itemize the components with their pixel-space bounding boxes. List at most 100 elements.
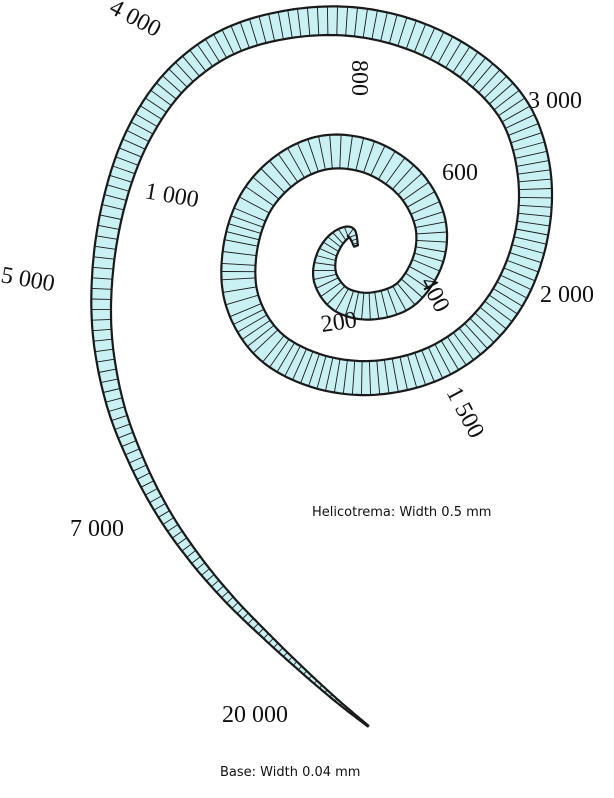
membrane-fiber <box>241 319 271 340</box>
membrane-fiber <box>483 75 507 99</box>
membrane-fiber <box>407 354 418 388</box>
membrane-fiber <box>247 617 254 625</box>
membrane-fiber <box>361 292 365 320</box>
membrane-fiber <box>501 105 531 123</box>
membrane-fiber <box>478 69 501 94</box>
membrane-fiber <box>327 236 342 248</box>
membrane-fiber <box>105 397 123 403</box>
membrane-fiber <box>326 6 329 36</box>
membrane-fiber <box>352 291 360 319</box>
membrane-fiber <box>316 255 336 261</box>
membrane-fiber <box>292 348 307 381</box>
membrane-fiber <box>453 332 474 361</box>
membrane-fiber <box>277 11 284 40</box>
membrane-fiber <box>249 18 258 46</box>
membrane-fiber <box>182 55 200 77</box>
membrane-fiber <box>221 591 229 599</box>
label-800: 800 <box>346 60 372 96</box>
membrane-fiber <box>308 353 320 387</box>
membrane-fiber <box>231 602 239 609</box>
membrane-fiber <box>233 207 266 222</box>
membrane-fiber <box>205 38 220 63</box>
membrane-fiber <box>94 245 116 250</box>
membrane-fiber <box>276 342 295 373</box>
membrane-fiber <box>516 160 549 167</box>
membrane-fiber <box>297 665 303 671</box>
membrane-fiber <box>181 543 192 552</box>
membrane-fiber <box>221 29 235 55</box>
membrane-fiber <box>176 537 188 545</box>
membrane-fiber <box>132 464 147 472</box>
membrane-fiber <box>324 689 328 693</box>
membrane-fiber <box>236 607 244 614</box>
membrane-fiber <box>300 351 314 384</box>
membrane-fiber <box>316 355 327 389</box>
membrane-fiber <box>402 181 430 201</box>
membrane-fiber <box>489 82 514 105</box>
membrane-fiber <box>226 231 260 241</box>
membrane-fiber <box>297 8 302 37</box>
membrane-fiber <box>201 568 210 576</box>
membrane-fiber <box>145 488 158 496</box>
membrane-fiber <box>345 707 348 710</box>
membrane-band <box>90 5 554 728</box>
membrane-hatching <box>91 6 553 725</box>
membrane-fiber <box>334 698 338 702</box>
membrane-fiber <box>498 97 526 117</box>
membrane-fiber <box>211 579 220 588</box>
frequency-labels: 4 000 800 3 000 600 1 000 5 000 2 000 40… <box>0 0 594 728</box>
membrane-fiber <box>313 273 337 281</box>
membrane-fiber <box>284 345 301 377</box>
membrane-fiber <box>514 150 548 159</box>
membrane-fiber <box>269 160 292 188</box>
membrane-fiber <box>306 7 311 36</box>
membrane-fiber <box>140 480 154 488</box>
membrane-fiber <box>415 246 446 253</box>
membrane-fiber <box>413 23 427 53</box>
membrane-fiber <box>221 262 256 266</box>
membrane-fiber <box>445 41 462 68</box>
membrane-fiber <box>414 252 444 263</box>
membrane-fiber <box>247 324 275 347</box>
membrane-fiber <box>429 31 445 60</box>
membrane-fiber <box>496 281 528 299</box>
membrane-fiber <box>118 431 134 439</box>
membrane-fiber <box>362 8 368 38</box>
membrane-fiber <box>103 388 121 393</box>
membrane-fiber <box>167 524 179 532</box>
membrane-fiber <box>96 358 115 363</box>
membrane-fiber <box>224 239 258 247</box>
membrane-fiber <box>414 352 427 386</box>
membrane-fiber <box>386 288 398 315</box>
membrane-fiber <box>323 241 339 252</box>
membrane-fiber <box>371 10 378 40</box>
membrane-fiber <box>225 294 259 306</box>
membrane-fiber <box>222 286 257 293</box>
membrane-fiber <box>245 186 274 207</box>
membrane-fiber <box>400 278 423 298</box>
membrane-fiber <box>388 14 398 44</box>
membrane-fiber <box>158 510 170 518</box>
membrane-fiber <box>111 414 128 422</box>
membrane-fiber <box>292 661 298 666</box>
membrane-fiber <box>360 719 363 722</box>
membrane-fiber <box>277 153 299 183</box>
membrane-fiber <box>459 51 479 78</box>
membrane-fiber <box>278 647 284 653</box>
membrane-fiber <box>355 137 365 171</box>
membrane-fiber <box>364 722 366 725</box>
membrane-fiber <box>287 10 293 38</box>
membrane-fiber <box>518 178 552 183</box>
membrane-fiber <box>413 211 444 222</box>
membrane-fiber <box>206 574 215 582</box>
membrane-fiber <box>303 670 308 675</box>
membrane-fiber <box>239 196 270 214</box>
helicotrema-annotation: Helicotrema: Width 0.5 mm <box>312 505 491 520</box>
membrane-fiber <box>376 360 381 395</box>
membrane-fiber <box>399 356 408 391</box>
membrane-fiber <box>126 129 150 142</box>
membrane-fiber <box>515 228 549 236</box>
membrane-fiber <box>396 282 416 306</box>
membrane-fiber <box>380 290 389 318</box>
membrane-fiber <box>316 6 320 36</box>
